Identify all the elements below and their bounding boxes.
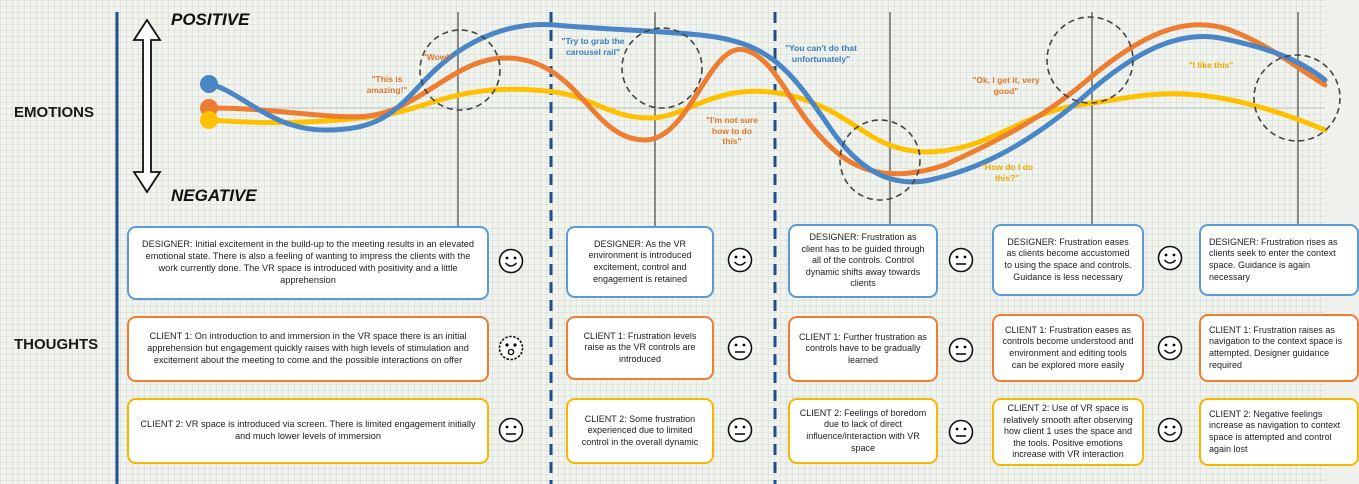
client2-start-dot — [200, 111, 218, 129]
stage2-client1-box: CLIENT 1: Frustration levels raise as th… — [566, 316, 714, 380]
quote-not-sure-how: "I'm not sure how to do this" — [706, 115, 758, 147]
quote-ok-get-it: "Ok, I get it, very good" — [972, 75, 1040, 96]
journey-curves — [115, 12, 1341, 484]
highlight-circles — [419, 16, 1341, 201]
stage5-client2-text: CLIENT 2: Negative feelings increase as … — [1209, 408, 1341, 454]
neutral-face-icon — [948, 337, 974, 363]
smile-face-icon — [727, 247, 753, 273]
stage3-client1-box: CLIENT 1: Further frustration as control… — [788, 316, 938, 382]
stage3-client2-text: CLIENT 2: Feelings of boredom due to lac… — [799, 407, 927, 453]
stage2-client1-text: CLIENT 1: Frustration levels raise as th… — [583, 330, 697, 364]
neutral-face-icon — [498, 417, 524, 443]
neutral-face-icon — [948, 419, 974, 445]
highlight-circle — [839, 119, 921, 201]
stage5-client2-box: CLIENT 2: Negative feelings increase as … — [1199, 398, 1359, 466]
quote-wow: "Wow!" — [422, 52, 454, 62]
stage4-client1-text: CLIENT 1: Frustration eases as controls … — [1002, 324, 1134, 370]
negative-label: NEGATIVE — [171, 186, 257, 205]
quote-i-like-this: "I like this" — [1188, 60, 1234, 70]
stage2-client2-box: CLIENT 2: Some frustration experienced d… — [566, 398, 714, 464]
stage5-designer-box: DESIGNER: Frustration rises as clients s… — [1199, 224, 1359, 296]
quote-how-do-i: "How do I do this?" — [980, 162, 1034, 183]
stage3-client2-box: CLIENT 2: Feelings of boredom due to lac… — [788, 398, 938, 464]
stage1-client1-text: CLIENT 1: On introduction to and immersi… — [147, 331, 469, 365]
stage4-client1-box: CLIENT 1: Frustration eases as controls … — [992, 314, 1144, 382]
stage4-designer-text: DESIGNER: Frustration eases as clients b… — [1004, 236, 1132, 282]
quote-this-is-amazing: "This is amazing!" — [366, 74, 408, 95]
emotion-scale-arrow — [132, 18, 162, 194]
stage1-client2-box: CLIENT 2: VR space is introduced via scr… — [127, 398, 489, 464]
stage1-client1-box: CLIENT 1: On introduction to and immersi… — [127, 316, 489, 382]
emotions-row-label: EMOTIONS — [14, 104, 95, 121]
stage2-designer-box: DESIGNER: As the VR environment is intro… — [566, 226, 714, 298]
stage5-designer-text: DESIGNER: Frustration rises as clients s… — [1209, 236, 1338, 282]
highlight-circle — [1046, 16, 1134, 104]
stage3-designer-text: DESIGNER: Frustration as client has to b… — [801, 232, 925, 289]
smile-face-icon — [1157, 245, 1183, 271]
stage5-client1-text: CLIENT 1: Frustration raises as navigati… — [1209, 324, 1343, 370]
smile-face-icon — [498, 248, 524, 274]
thoughts-row-label: THOUGHTS — [14, 336, 99, 353]
stage3-designer-box: DESIGNER: Frustration as client has to b… — [788, 224, 938, 298]
stage5-client1-box: CLIENT 1: Frustration raises as navigati… — [1199, 314, 1359, 382]
neutral-face-icon — [727, 335, 753, 361]
highlight-circle — [419, 29, 501, 111]
stage1-designer-box: DESIGNER: Initial excitement in the buil… — [127, 226, 489, 300]
positive-label: POSITIVE — [171, 10, 250, 29]
neutral-face-icon — [948, 247, 974, 273]
designer-curve — [206, 22, 1328, 185]
stage1-client2-text: CLIENT 2: VR space is introduced via scr… — [140, 419, 476, 441]
stage2-client2-text: CLIENT 2: Some frustration experienced d… — [581, 413, 699, 447]
smile-face-icon — [1157, 335, 1183, 361]
highlight-circle — [621, 27, 703, 109]
surprised-face-icon — [498, 335, 524, 361]
quote-cant-do-that: "You can't do that unfortunately" — [784, 43, 857, 64]
stage4-client2-text: CLIENT 2: Use of VR space is relatively … — [1003, 403, 1133, 460]
stage2-designer-text: DESIGNER: As the VR environment is intro… — [588, 238, 692, 284]
designer-start-dot — [200, 75, 218, 93]
stage4-designer-box: DESIGNER: Frustration eases as clients b… — [992, 224, 1144, 296]
quote-try-grab-rail: "Try to grab the carousel rail" — [561, 36, 625, 57]
highlight-circle — [1253, 54, 1341, 142]
stage1-designer-text: DESIGNER: Initial excitement in the buil… — [142, 239, 474, 285]
client1-curve — [206, 22, 1328, 177]
stage4-client2-box: CLIENT 2: Use of VR space is relatively … — [992, 398, 1144, 466]
stage3-client1-text: CLIENT 1: Further frustration as control… — [799, 331, 927, 365]
smile-face-icon — [1157, 417, 1183, 443]
neutral-face-icon — [727, 417, 753, 443]
